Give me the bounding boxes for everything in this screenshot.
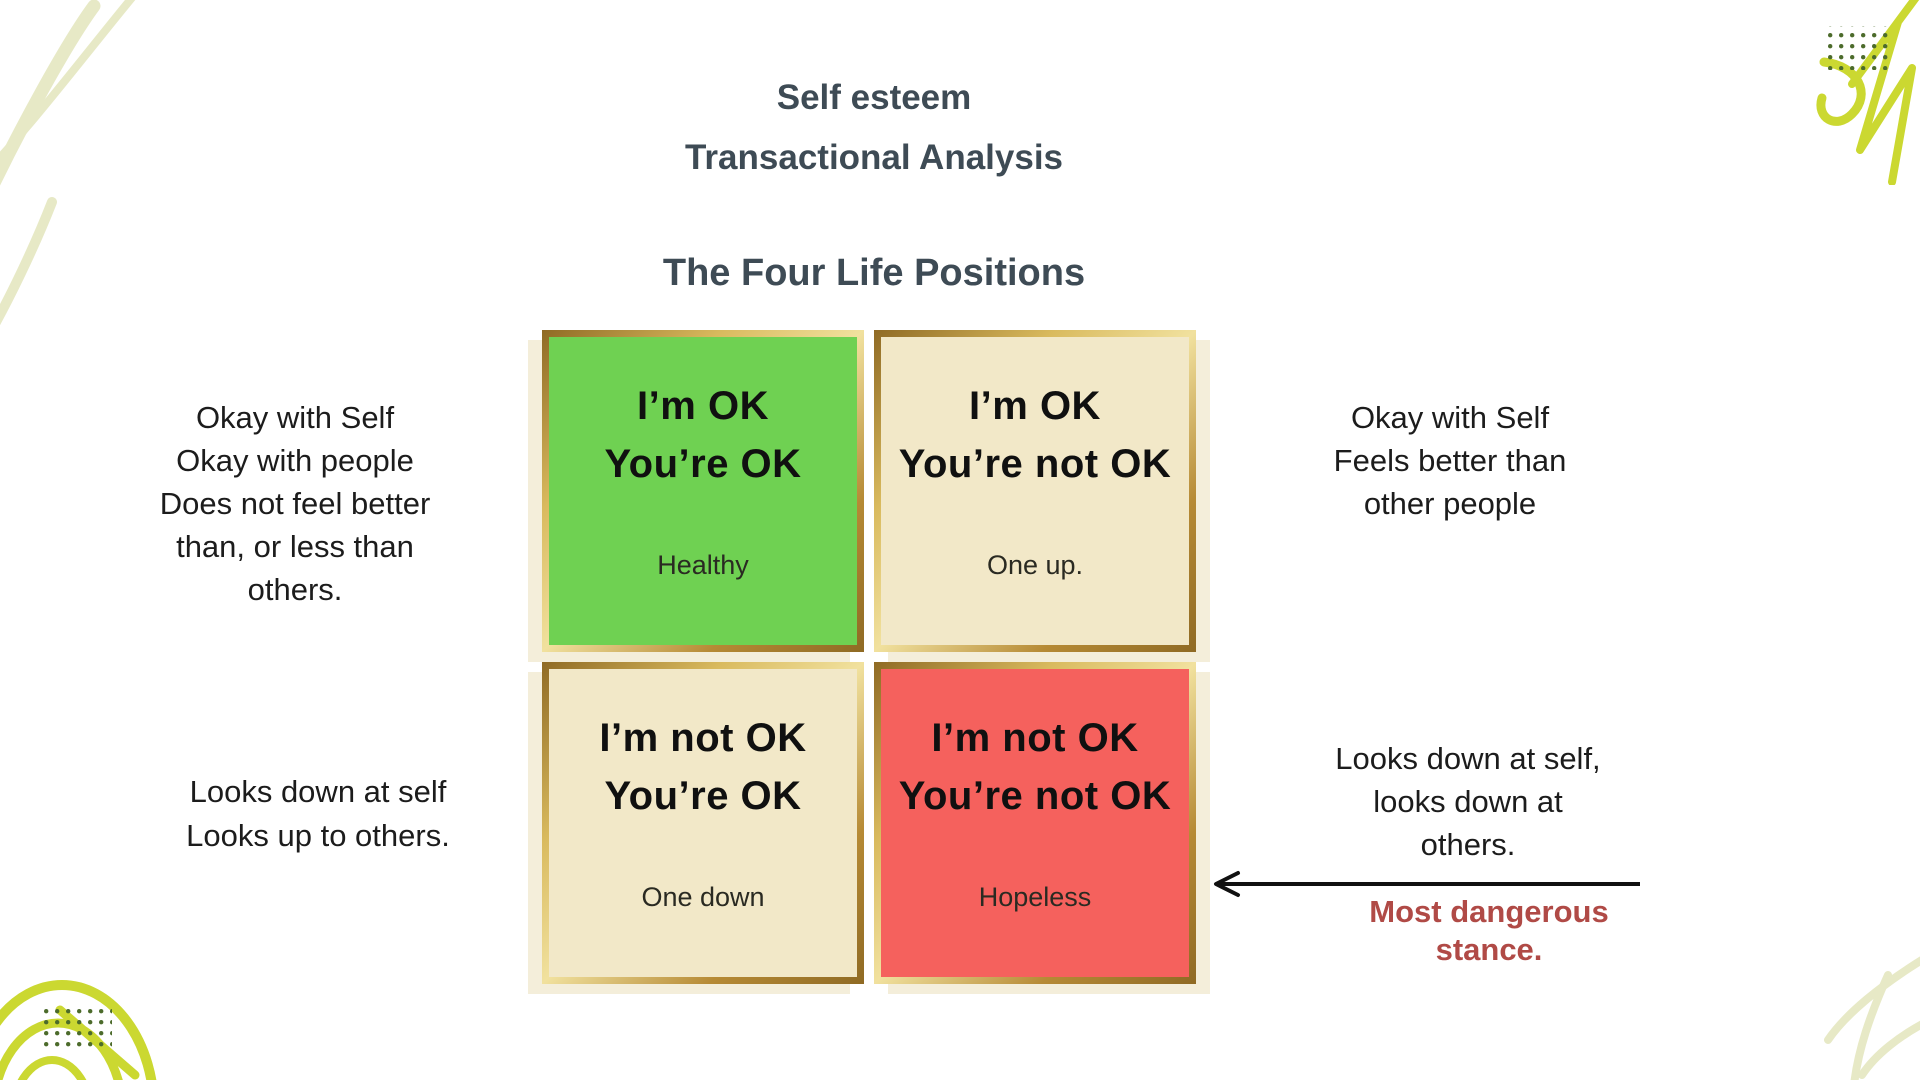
scribble-top-left-icon (0, 0, 136, 326)
scribble-bottom-right-icon (1824, 956, 1920, 1080)
title-line-2: Transactional Analysis (684, 138, 1064, 177)
quadrant-heading-line-2: You’re OK (604, 774, 802, 818)
annotation-bottom-right: Looks down at self, looks down at others… (1335, 741, 1601, 862)
quadrant-im-not-ok-youre-not-ok-panel: I’m not OK You’re not OK Hopeless (881, 669, 1189, 977)
annotation-top-right: Okay with Self Feels better than other p… (1333, 400, 1567, 521)
quadrant-im-ok-youre-ok-panel: I’m OK You’re OK Healthy (549, 337, 857, 645)
swirl-bottom-left-icon (0, 980, 157, 1080)
quadrant-heading-line-1: I’m OK (969, 384, 1101, 428)
quadrant-heading-line-2: You’re OK (604, 442, 802, 486)
quadrant-im-ok-youre-not-ok-panel: I’m OK You’re not OK One up. (881, 337, 1189, 645)
life-positions-matrix: I’m OK You’re OK Healthy I’m OK You’re n… (542, 330, 1196, 984)
quadrant-heading: I’m not OK You’re OK (599, 709, 806, 825)
page-title: Self esteem Transactional Analysis (544, 68, 1204, 188)
quadrant-heading: I’m not OK You’re not OK (899, 709, 1171, 825)
title-line-1: Self esteem (776, 78, 972, 117)
danger-arrow-icon (1214, 871, 1640, 897)
page-subtitle: The Four Life Positions (662, 252, 1086, 294)
quadrant-heading: I’m OK You’re OK (604, 377, 801, 493)
quadrant-heading-line-1: I’m OK (637, 384, 769, 428)
quadrant-caption: Hopeless (978, 882, 1092, 912)
quadrant-heading: I’m OK You’re not OK (899, 377, 1171, 493)
quadrant-caption: Healthy (657, 550, 749, 580)
quadrant-heading-line-1: I’m not OK (931, 716, 1139, 760)
quadrant-im-ok-youre-ok: I’m OK You’re OK Healthy (542, 330, 864, 652)
annotation-bottom-left: Looks down at self Looks up to others. (186, 774, 450, 853)
quadrant-im-not-ok-youre-not-ok: I’m not OK You’re not OK Hopeless (874, 662, 1196, 984)
quadrant-heading-line-1: I’m not OK (599, 716, 807, 760)
quadrant-im-not-ok-youre-ok-panel: I’m not OK You’re OK One down (549, 669, 857, 977)
quadrant-im-not-ok-youre-ok: I’m not OK You’re OK One down (542, 662, 864, 984)
danger-note: Most dangerous stance. (1369, 894, 1609, 967)
annotation-top-left: Okay with Self Okay with people Does not… (159, 400, 431, 607)
quadrant-caption: One down (641, 882, 765, 912)
scribble-top-right-icon (1816, 0, 1920, 185)
quadrant-heading-line-2: You’re not OK (898, 774, 1172, 818)
quadrant-caption: One up. (986, 550, 1084, 580)
quadrant-im-ok-youre-not-ok: I’m OK You’re not OK One up. (874, 330, 1196, 652)
quadrant-heading-line-2: You’re not OK (898, 442, 1172, 486)
